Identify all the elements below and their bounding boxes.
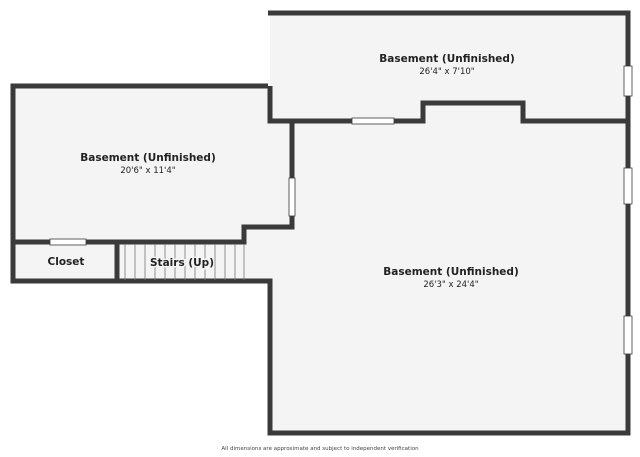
- wall-top-right-room: [267, 10, 631, 124]
- room-dims-left: 20'6" x 11'4": [120, 166, 175, 176]
- windows: [49, 65, 633, 355]
- wall-left-room: [10, 83, 631, 436]
- disclaimer-text: All dimensions are approximate and subje…: [221, 446, 419, 452]
- room-label-top-right: Basement (Unfinished): [379, 53, 515, 65]
- room-dims-main: 26'3" x 24'4": [423, 280, 478, 290]
- room-label-stairs: Stairs (Up): [150, 257, 214, 269]
- window-main-east-2: [623, 315, 633, 355]
- window-main-east-1: [623, 167, 633, 205]
- room-label-main: Basement (Unfinished): [383, 266, 519, 278]
- room-label-closet: Closet: [48, 256, 85, 268]
- stair-treads: [124, 244, 245, 280]
- floor-areas: [13, 13, 628, 433]
- window-left-east: [288, 177, 296, 217]
- closet-door: [49, 238, 87, 246]
- floor-main: [272, 121, 628, 433]
- floor-left: [13, 86, 292, 281]
- window-top-right-east: [623, 65, 633, 97]
- room-label-left: Basement (Unfinished): [80, 152, 216, 164]
- room-dims-top-right: 26'4" x 7'10": [419, 67, 474, 77]
- window-top-right-south: [351, 117, 395, 125]
